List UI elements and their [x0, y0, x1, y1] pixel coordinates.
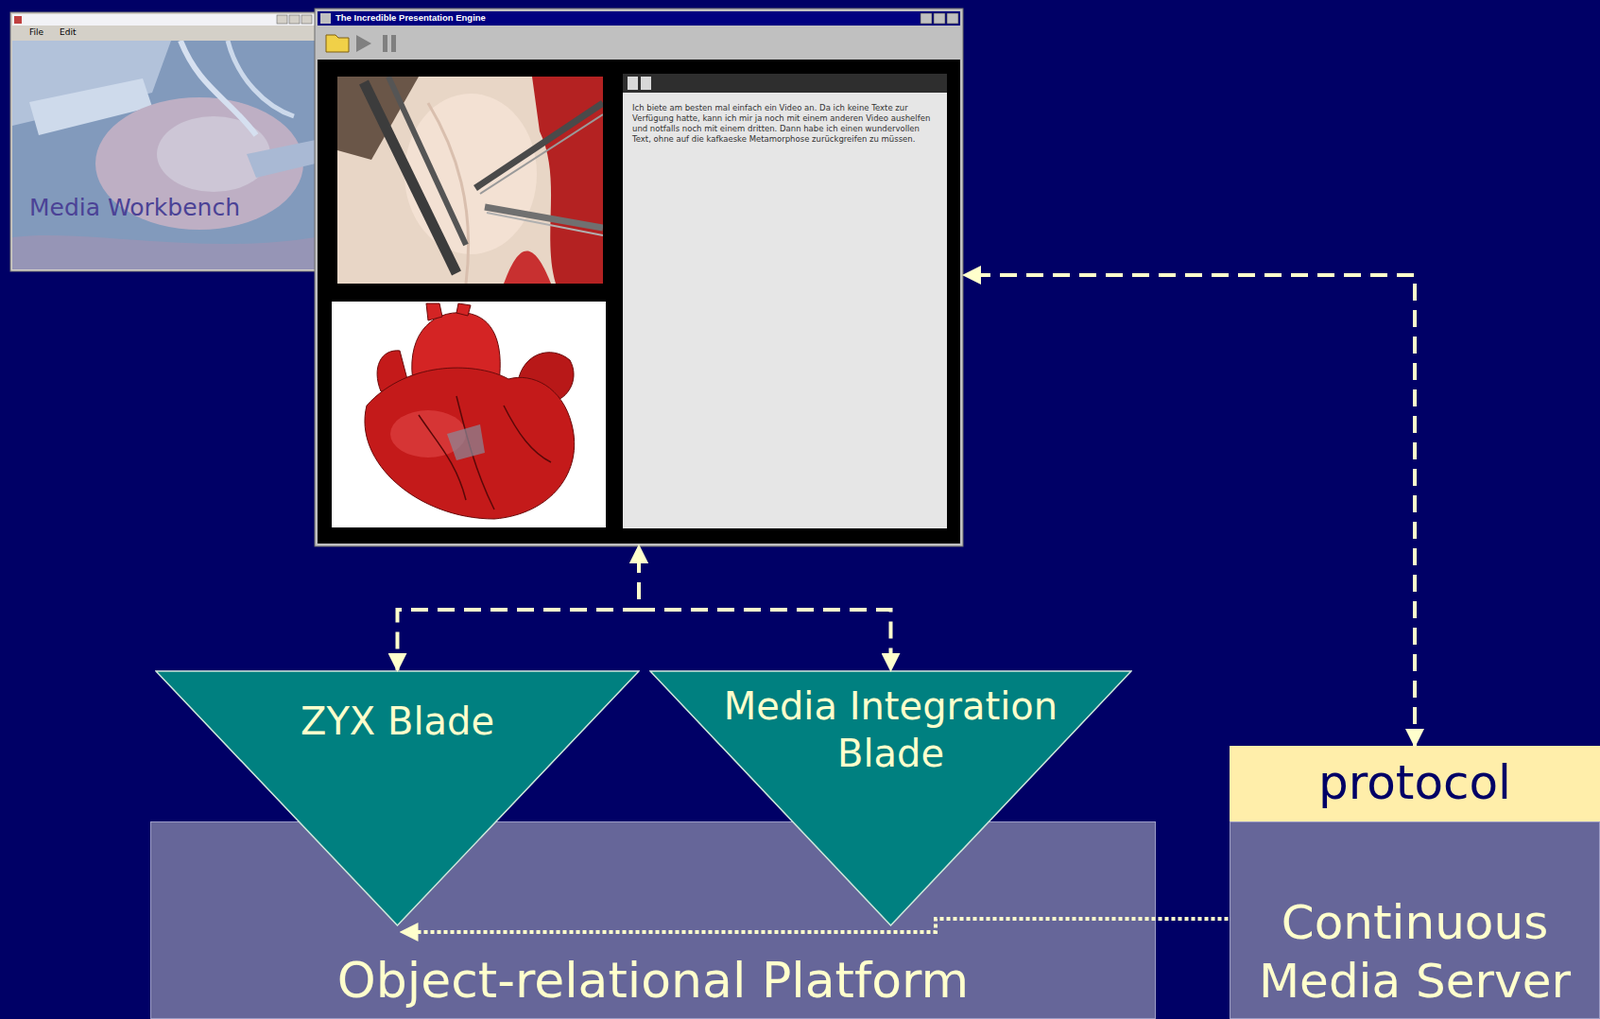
blade-triangle: Media Integration Blade — [649, 670, 1133, 927]
text-frame: ZYX Blade — [154, 699, 640, 743]
presentation-engine-window — [356, 34, 372, 52]
surgery-photo — [12, 40, 316, 270]
window-title: The Incredible Presentation Engine — [335, 12, 486, 23]
heart-illustration — [447, 424, 485, 461]
surgery-photo — [388, 76, 466, 245]
presentation-engine-window — [320, 13, 331, 24]
presentation-engine-window — [627, 76, 638, 90]
surgery-photo — [337, 76, 603, 284]
menu-item: Edit — [59, 27, 76, 38]
heart-illustration — [426, 303, 443, 321]
triangle-outline — [155, 670, 639, 926]
text-frame: protocol — [1229, 756, 1600, 811]
presentation-engine-window — [622, 73, 947, 93]
text-frame: The Incredible Presentation Engine — [335, 12, 486, 23]
heart-illustration — [503, 405, 551, 463]
surgery-photo — [12, 40, 316, 270]
triangle-outline — [154, 670, 640, 927]
text-frame: Ich biete am besten mal einfach ein Vide… — [632, 103, 937, 145]
presentation-engine-window — [317, 11, 961, 26]
presentation-engine-window — [314, 8, 964, 547]
text-frame: Edit — [59, 27, 76, 38]
text-frame: Continuous Media Server — [1230, 893, 1600, 1011]
presentation-engine-window — [326, 34, 349, 52]
media-workbench-window — [276, 15, 288, 24]
surgery-photo — [12, 40, 316, 270]
presentation-engine-window — [382, 34, 388, 52]
media-workbench-window — [12, 14, 316, 26]
body-text: Ich biete am besten mal einfach ein Vide… — [632, 103, 937, 145]
text-frame: Media Workbench — [29, 193, 309, 223]
heart-illustration — [364, 303, 575, 519]
surgery-photo — [475, 103, 603, 189]
text-frame: Object-relational Platform — [151, 952, 1155, 1010]
presentation-engine-window — [317, 59, 961, 544]
menu-item: File — [29, 27, 44, 38]
presentation-engine-window — [331, 301, 606, 528]
triangle-outline — [649, 670, 1133, 927]
media-workbench-window — [289, 15, 300, 24]
box-label: Object-relational Platform — [151, 952, 1155, 1010]
text-frame: File — [29, 27, 44, 38]
connector-arrow — [401, 918, 1231, 932]
surgery-photo — [503, 250, 551, 284]
connector-arrow — [963, 275, 1415, 746]
platform-box: Object-relational Platform — [150, 821, 1156, 1019]
presentation-engine-window — [933, 13, 946, 24]
protocol-band: protocol — [1229, 745, 1600, 822]
text-frame: Media Integration Blade — [687, 682, 1095, 777]
media-workbench-window — [301, 15, 312, 24]
media-workbench-window — [14, 16, 22, 24]
surgery-photo — [404, 93, 537, 255]
triangle-outline — [650, 670, 1132, 926]
presentation-engine-window — [946, 13, 959, 24]
blade-label: Media Integration Blade — [687, 682, 1095, 777]
media-workbench-window — [10, 12, 318, 272]
connector-layer — [397, 275, 1416, 932]
window-caption: Media Workbench — [29, 193, 309, 223]
blade-label: ZYX Blade — [154, 699, 640, 743]
presentation-engine-window — [640, 76, 652, 90]
surgery-photo — [363, 82, 457, 274]
surgery-photo — [337, 76, 603, 284]
presentation-engine-window — [622, 92, 947, 529]
media-workbench-window — [12, 25, 316, 41]
blade-triangle: ZYX Blade — [154, 670, 640, 927]
protocol-label: protocol — [1229, 756, 1600, 811]
connector-arrow — [638, 546, 892, 671]
application-window: File EditMedia Workbench — [10, 12, 318, 272]
surgery-photo — [480, 114, 603, 194]
media-workbench-window — [10, 12, 318, 272]
presentation-engine-window — [314, 8, 964, 547]
server-box: Continuous Media Server — [1229, 821, 1600, 1019]
heart-illustration — [364, 367, 575, 519]
presentation-engine-window — [920, 13, 932, 24]
presentation-engine-window — [391, 34, 396, 52]
connector-arrow — [397, 546, 640, 671]
box-label: Continuous Media Server — [1230, 893, 1600, 1011]
surgery-photo — [486, 212, 603, 236]
heart-illustration — [456, 303, 471, 316]
application-window: The Incredible Presentation EngineIch bi… — [314, 8, 964, 547]
